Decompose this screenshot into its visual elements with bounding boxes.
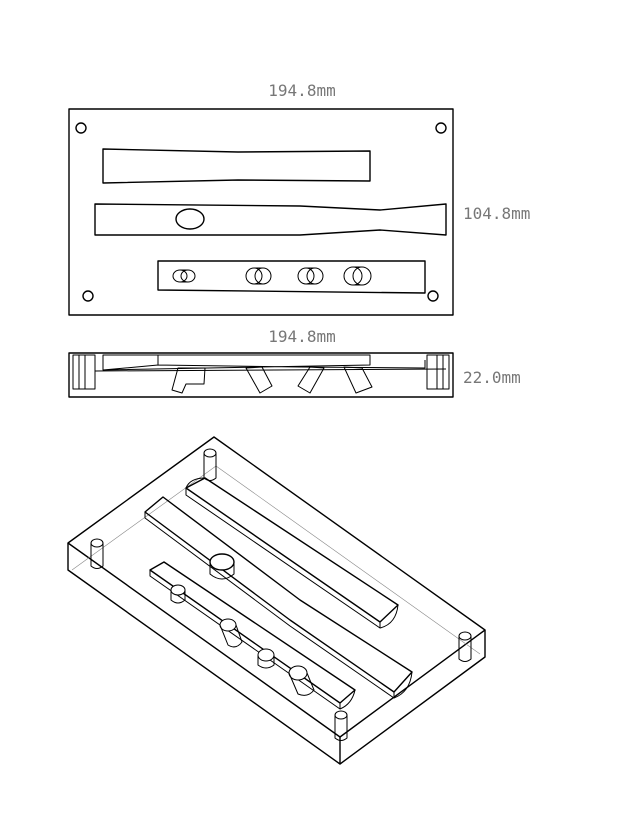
iso-channel-middle-edge [144,512,413,699]
top-channel-upper [102,148,371,184]
side-view: 194.8mm 22.0mm [68,327,521,398]
iso-hidden-edges [71,465,481,655]
pin-hole-1 [172,269,196,283]
side-pin-2 [245,366,273,394]
top-width-dimension: 194.8mm [268,81,335,100]
corner-hole-top-right [435,122,447,134]
iso-pin-1 [170,584,186,604]
iso-channel-lower-edge [149,570,356,710]
side-channel-profile [102,354,426,371]
iso-top-face [67,436,486,738]
side-pin-right [426,354,450,390]
pin-hole-3 [297,267,324,285]
side-width-dimension: 194.8mm [268,327,335,346]
iso-post-left [90,538,104,569]
iso-post-front [334,710,348,741]
sprue-hole [175,208,205,230]
top-plate-outline [68,108,454,316]
iso-front-face-right [339,630,486,765]
side-pin-left [72,354,96,390]
side-pin-3 [297,366,325,394]
side-plate-outline [68,352,454,398]
top-channel-middle [94,203,447,236]
isometric-view [67,436,486,765]
iso-pin-4 [288,665,315,696]
iso-channel-upper [185,477,399,623]
iso-post-back [203,448,217,481]
pin-hole-2 [245,267,272,285]
iso-channel-upper-edge [185,488,399,629]
side-inner-line [94,368,447,372]
iso-channel-upper-end [185,477,206,489]
iso-pin-3 [257,648,275,669]
iso-sprue [209,553,235,580]
top-height-dimension: 104.8mm [463,204,530,223]
iso-pin-2 [219,618,243,648]
corner-hole-top-left [75,122,87,134]
corner-hole-bottom-right [427,290,439,302]
corner-hole-bottom-left [82,290,94,302]
iso-front-face-left [67,543,341,765]
side-height-dimension: 22.0mm [463,368,521,387]
iso-post-right [458,631,472,662]
side-pin-1 [171,367,206,394]
top-view: 194.8mm 104.8mm [68,81,530,316]
side-pin-4 [343,366,373,394]
top-channel-lower [157,260,426,294]
pin-hole-4 [343,266,372,286]
